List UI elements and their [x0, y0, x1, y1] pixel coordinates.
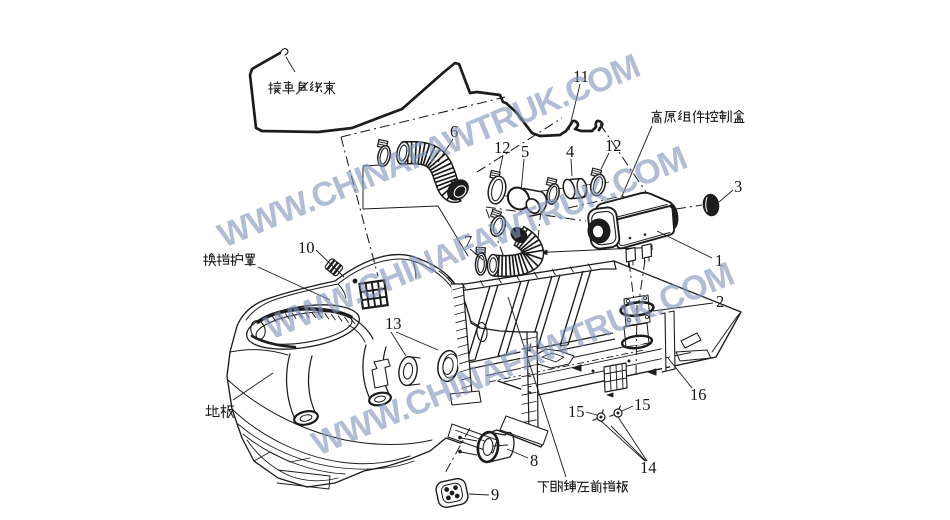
svg-text:3: 3 — [734, 177, 742, 196]
svg-text:1: 1 — [715, 251, 723, 270]
svg-text:6: 6 — [450, 122, 458, 141]
svg-text:2: 2 — [716, 292, 724, 311]
svg-text:11: 11 — [573, 67, 589, 86]
svg-text:4: 4 — [566, 142, 574, 161]
svg-text:7: 7 — [464, 232, 472, 251]
svg-text:8: 8 — [530, 451, 538, 470]
svg-text:12: 12 — [494, 138, 511, 157]
svg-text:5: 5 — [521, 142, 529, 161]
svg-text:13: 13 — [385, 314, 402, 333]
svg-text:12: 12 — [605, 136, 622, 155]
svg-text:15: 15 — [568, 402, 585, 421]
svg-text:14: 14 — [640, 458, 657, 477]
svg-text:15: 15 — [634, 395, 651, 414]
svg-text:9: 9 — [491, 485, 499, 504]
svg-text:10: 10 — [298, 238, 315, 257]
svg-text:16: 16 — [690, 385, 707, 404]
